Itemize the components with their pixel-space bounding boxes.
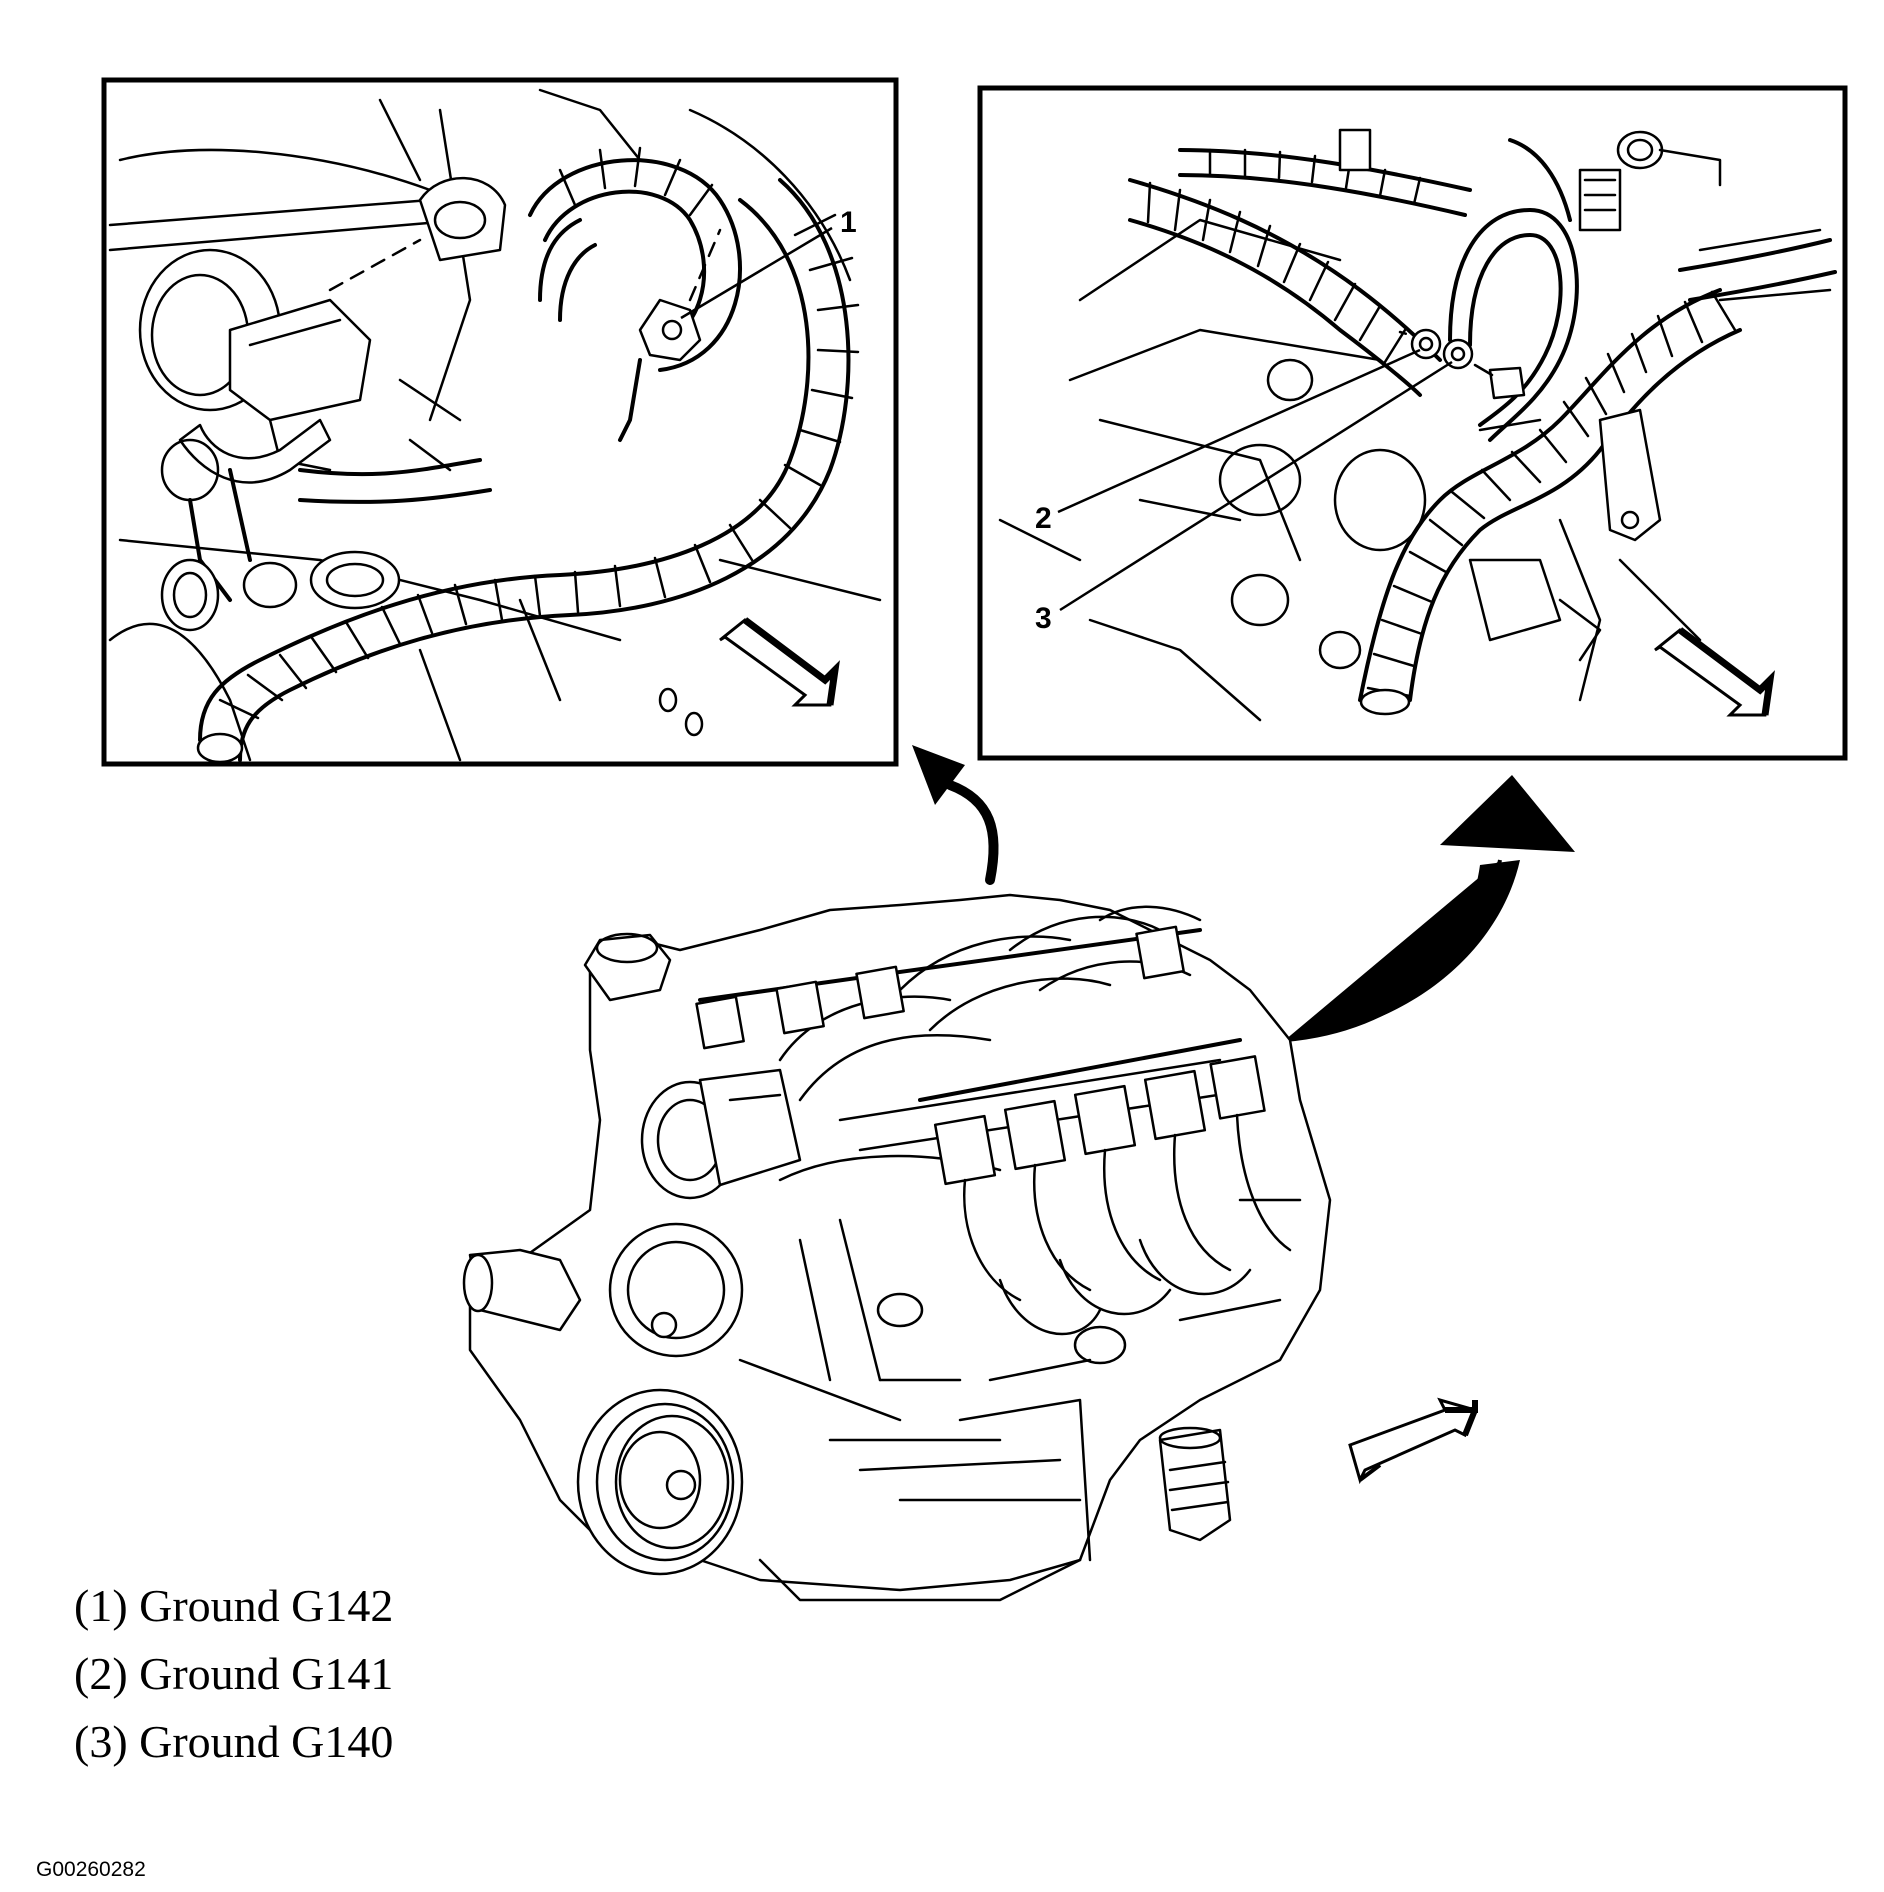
legend-item-g142: (1) Ground G142 xyxy=(74,1580,394,1631)
callout-1: 1 xyxy=(840,206,857,239)
engine-illustration xyxy=(462,893,1332,1602)
oil-filter xyxy=(1158,1426,1232,1542)
inset-right-detail: 2 3 xyxy=(977,85,1848,761)
inset-left-detail: 1 xyxy=(101,77,899,767)
legend-item-g140: (3) Ground G140 xyxy=(74,1716,394,1767)
legend-item-g141: (2) Ground G141 xyxy=(74,1648,394,1699)
crankshaft-balancer xyxy=(576,1388,744,1576)
ignition-coils xyxy=(695,925,1266,1186)
water-pump-pulley xyxy=(608,1222,744,1358)
legend: (1) Ground G142 (2) Ground G141 (3) Grou… xyxy=(74,1572,774,1776)
callout-3: 3 xyxy=(1035,602,1052,635)
throttle-body xyxy=(640,1068,802,1200)
front-direction-arrow xyxy=(1348,1397,1478,1485)
zoom-arrow-right xyxy=(1284,775,1575,1042)
figure-id: G00260282 xyxy=(36,1858,146,1881)
zoom-arrow-left xyxy=(912,745,999,885)
callout-2: 2 xyxy=(1035,502,1052,535)
